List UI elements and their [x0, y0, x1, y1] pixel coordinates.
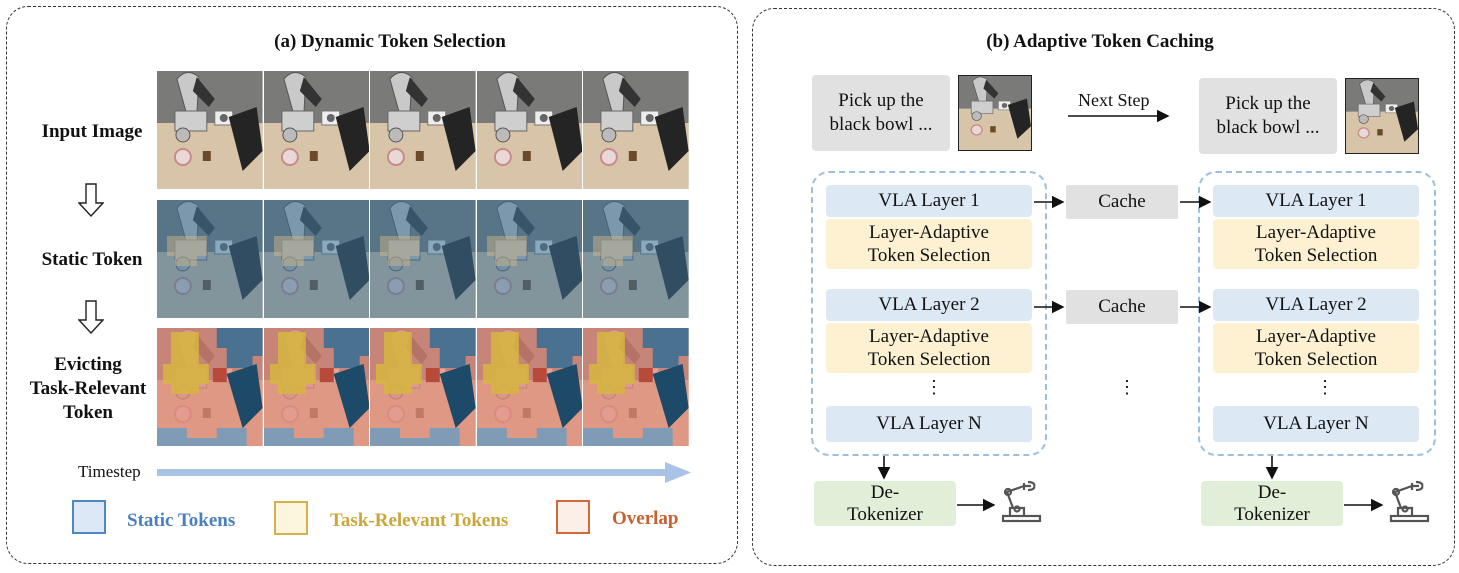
cache-box-2: Cache	[1066, 290, 1178, 324]
row-label-line: Task-Relevant	[29, 378, 147, 399]
vla-stack-left	[811, 171, 1047, 456]
input-image-strip	[157, 71, 689, 189]
ellipsis-right: ⋮	[1316, 377, 1334, 397]
legend-label-task-relevant: Task-Relevant Tokens	[330, 510, 509, 531]
detokenizer-line: De-	[870, 481, 900, 503]
selection-line: Token Selection	[1254, 349, 1378, 370]
token-selection-1-right: Layer-Adaptive Token Selection	[1213, 219, 1419, 269]
next-step-label: Next Step	[1078, 90, 1150, 110]
detokenizer-right: De- Tokenizer	[1201, 481, 1343, 526]
detokenizer-line: De-	[1257, 481, 1287, 503]
robot-arm-icon	[1001, 480, 1042, 523]
prompt-line: black bowl ...	[829, 114, 933, 135]
legend-swatch-overlap	[556, 500, 590, 534]
cache-box-1: Cache	[1066, 185, 1178, 219]
static-frame	[476, 200, 584, 318]
static-token-strip	[157, 200, 689, 318]
evict-frame	[476, 328, 584, 446]
row-label-static-token: Static Token	[41, 249, 143, 270]
evict-frame	[370, 328, 477, 446]
selection-line: Token Selection	[1254, 245, 1378, 266]
ellipsis-left: ⋮	[925, 377, 943, 397]
selection-line: Token Selection	[867, 245, 991, 266]
selection-line: Layer-Adaptive	[869, 222, 989, 243]
legend-label-static: Static Tokens	[127, 510, 236, 531]
token-selection-1-left: Layer-Adaptive Token Selection	[826, 219, 1032, 269]
input-frame	[263, 71, 371, 189]
vla-stack-right	[1198, 171, 1436, 456]
prompt-line: black bowl ...	[1216, 117, 1320, 138]
selection-line: Token Selection	[867, 349, 991, 370]
panel-adaptive-token-caching	[752, 8, 1455, 566]
timestep-arrow	[157, 462, 691, 483]
down-arrow-icon	[78, 183, 104, 217]
evict-frame	[263, 328, 371, 446]
observation-thumbnail-right	[1345, 78, 1419, 154]
input-frame	[583, 71, 689, 189]
static-frame	[583, 200, 689, 318]
row-label-line: Evicting	[54, 354, 122, 375]
panel-dynamic-token-selection	[6, 6, 738, 564]
detokenizer-line: Tokenizer	[847, 503, 923, 525]
row-label-evicting-task-relevant-token: Evicting Task-Relevant Token	[18, 353, 158, 425]
row-label-line: Token	[63, 402, 113, 423]
evict-frame	[157, 328, 264, 446]
vla-layer-n-left: VLA Layer N	[826, 406, 1032, 442]
observation-thumbnail-left	[958, 75, 1032, 151]
detokenizer-left: De- Tokenizer	[814, 481, 956, 526]
timestep-label: Timestep	[78, 462, 141, 481]
input-frame	[157, 71, 264, 189]
prompt-box-left: Pick up the black bowl ...	[812, 75, 950, 151]
panel-b-title: (b) Adaptive Token Caching	[986, 31, 1214, 52]
input-frame	[476, 71, 584, 189]
vla-layer-1-right: VLA Layer 1	[1213, 185, 1419, 217]
down-arrow-icon	[78, 300, 104, 334]
detokenizer-line: Tokenizer	[1234, 503, 1310, 525]
token-selection-2-right: Layer-Adaptive Token Selection	[1213, 323, 1419, 373]
robot-arm-icon	[1389, 480, 1430, 523]
input-frame	[370, 71, 477, 189]
evict-frame	[583, 328, 689, 446]
vla-layer-n-right: VLA Layer N	[1213, 406, 1419, 442]
row-label-input-image: Input Image	[41, 121, 143, 142]
selection-line: Layer-Adaptive	[1256, 222, 1376, 243]
prompt-line: Pick up the	[1225, 93, 1311, 114]
static-frame	[263, 200, 371, 318]
evicting-token-strip	[157, 328, 689, 446]
token-selection-2-left: Layer-Adaptive Token Selection	[826, 323, 1032, 373]
static-frame	[157, 200, 264, 318]
vla-layer-1-left: VLA Layer 1	[826, 185, 1032, 217]
prompt-line: Pick up the	[838, 90, 924, 111]
ellipsis-middle: ⋮	[1118, 377, 1136, 397]
panel-a-title: (a) Dynamic Token Selection	[274, 31, 506, 52]
legend-swatch-task-relevant	[274, 501, 308, 535]
static-frame	[370, 200, 477, 318]
vla-layer-2-right: VLA Layer 2	[1213, 289, 1419, 321]
vla-layer-2-left: VLA Layer 2	[826, 289, 1032, 321]
selection-line: Layer-Adaptive	[869, 326, 989, 347]
selection-line: Layer-Adaptive	[1256, 326, 1376, 347]
legend-swatch-static	[72, 500, 106, 534]
prompt-box-right: Pick up the black bowl ...	[1199, 78, 1337, 154]
legend-label-overlap: Overlap	[612, 508, 679, 529]
